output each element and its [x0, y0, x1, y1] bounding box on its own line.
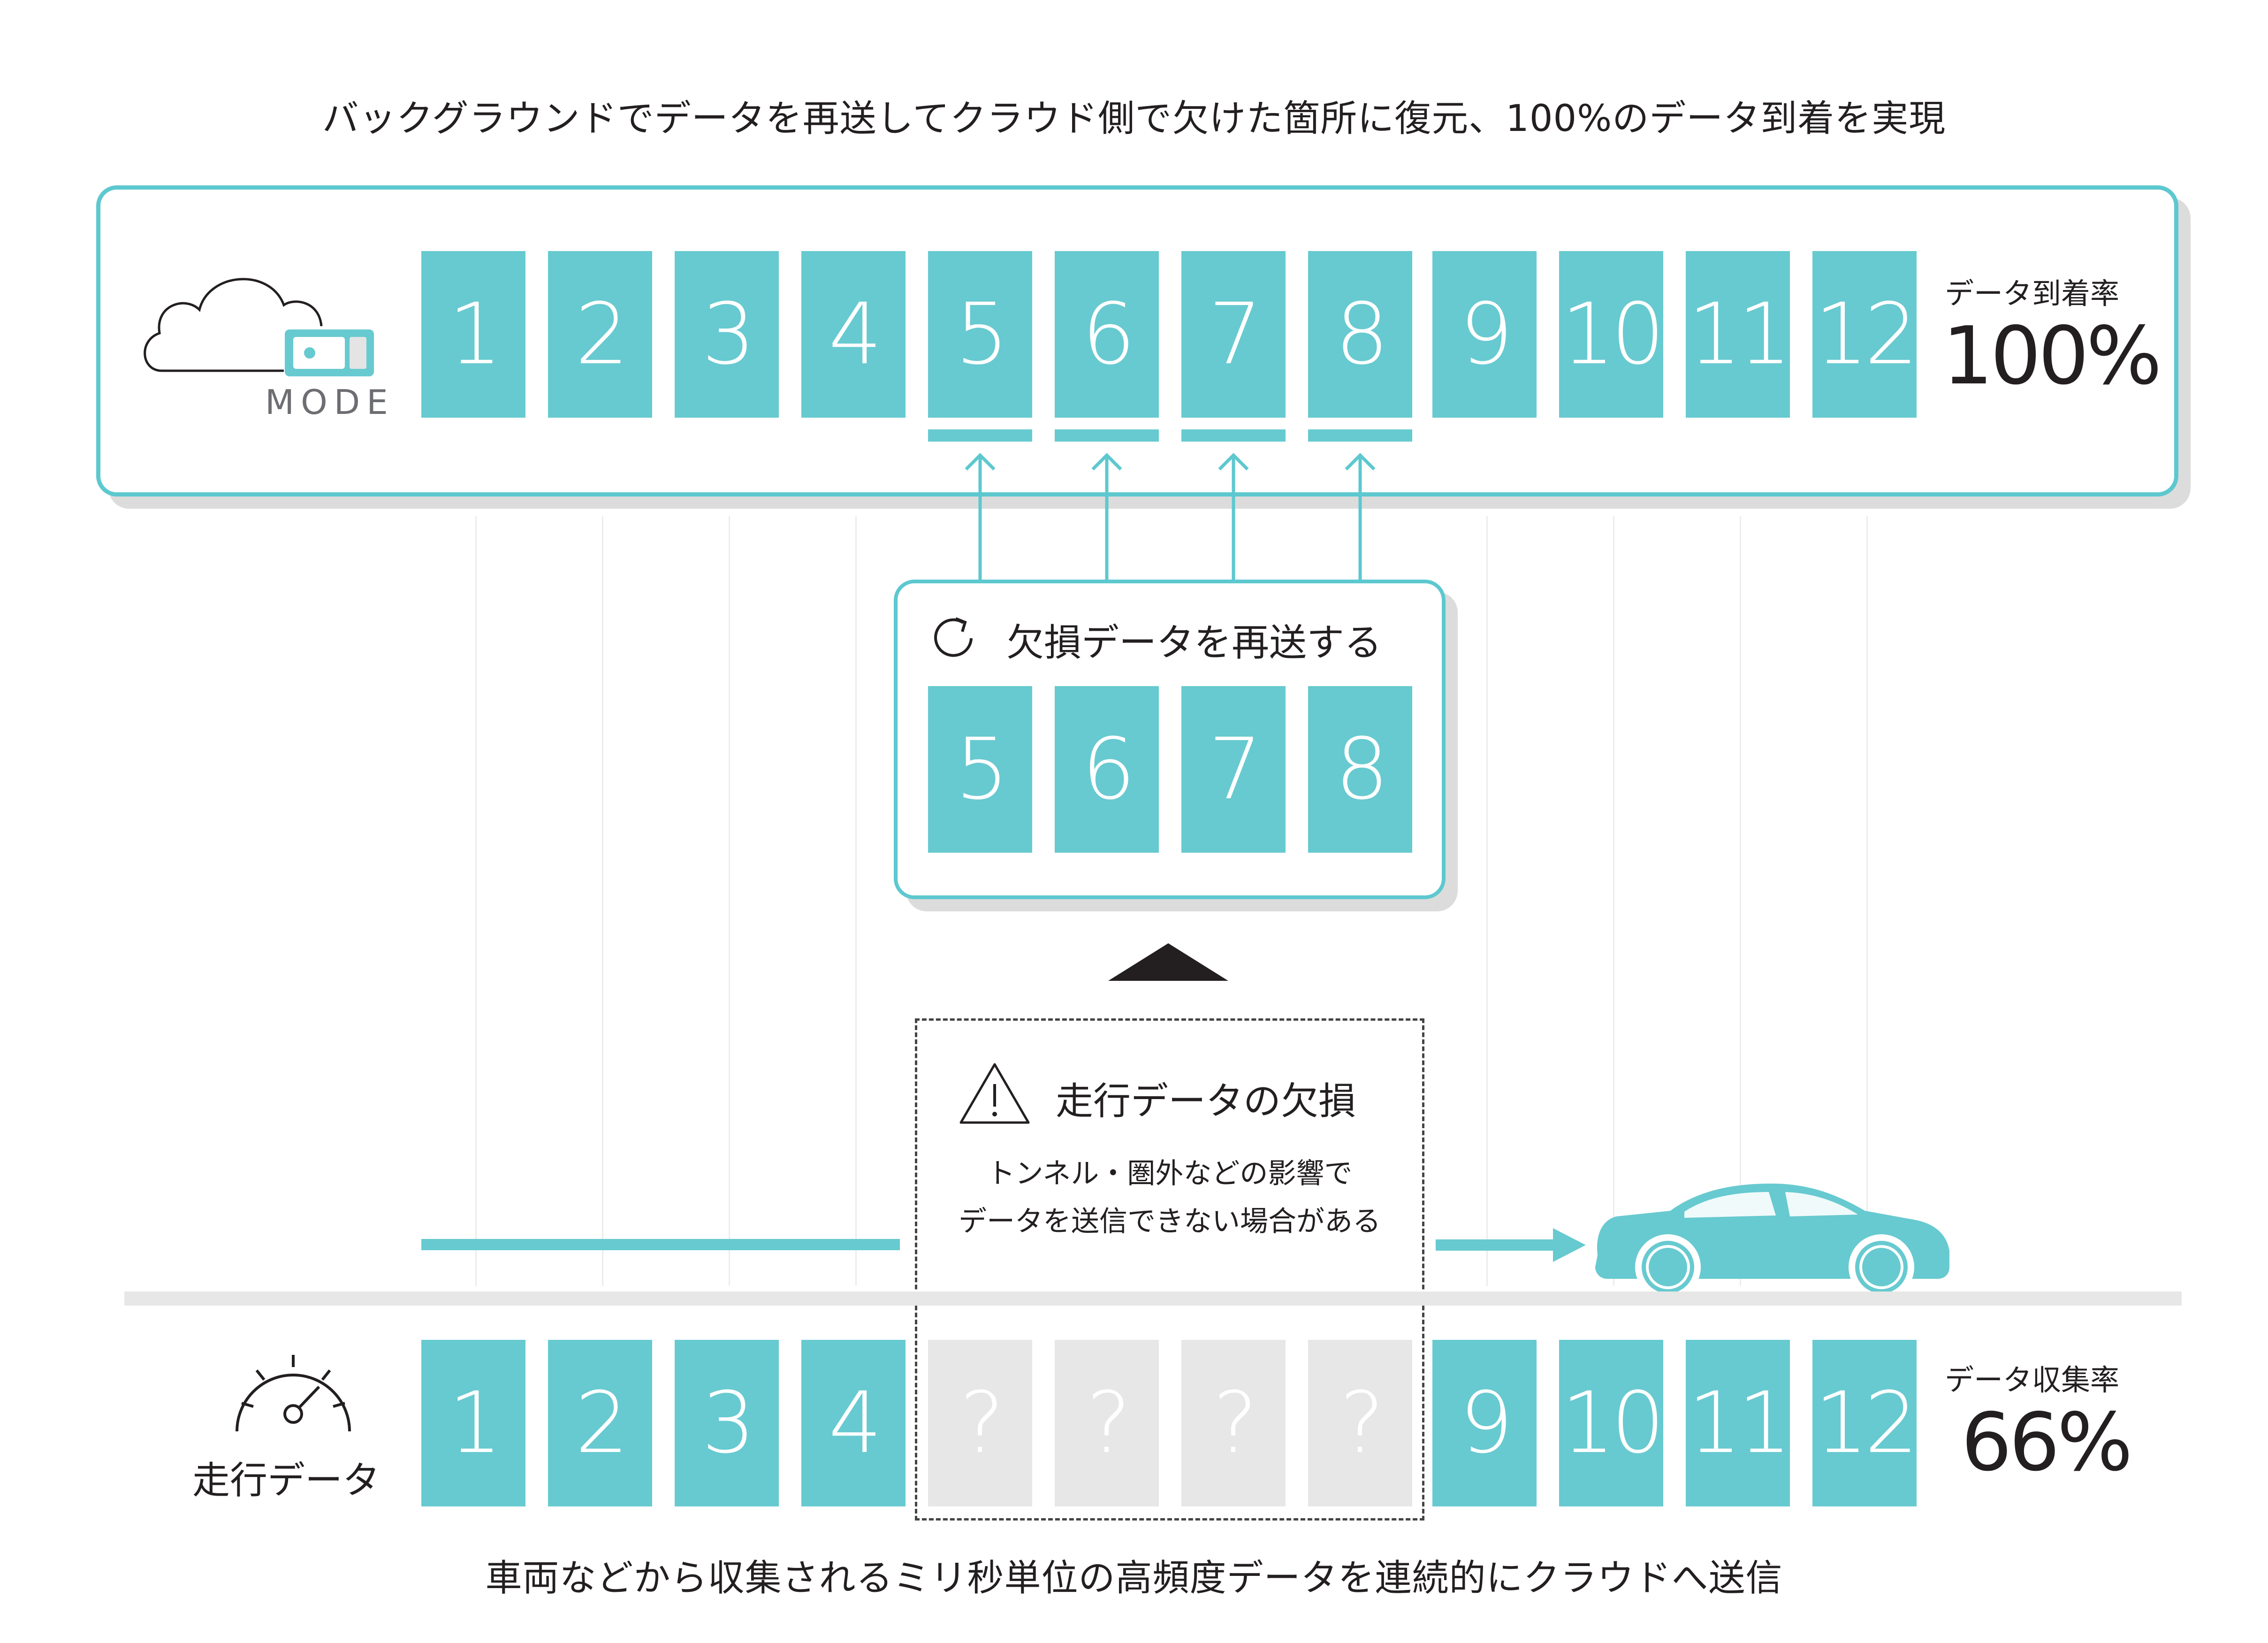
vehicle-data-label: 走行データ [192, 1459, 380, 1502]
mode-logo-text: MODE [265, 382, 395, 422]
cloud-block-restored: 5 [928, 251, 1032, 418]
vehicle-block-missing: ? [1308, 1340, 1412, 1506]
restore-marker [1308, 429, 1412, 442]
grid-line [1866, 516, 1868, 1286]
data-loss-desc-line2: データを送信できない場合がある [959, 1205, 1381, 1238]
collection-rate-label: データ収集率 [1945, 1363, 2120, 1397]
cloud-block: 10 [1559, 251, 1665, 418]
cloud-block: 3 [675, 251, 779, 418]
restore-marker [1181, 429, 1286, 442]
vehicle-block: 4 [801, 1340, 906, 1506]
vehicle-block-missing: ? [1055, 1340, 1159, 1506]
vehicle-block-missing: ? [1181, 1340, 1286, 1506]
resend-block: 7 [1181, 686, 1286, 853]
diagram-title: バックグラウンドでデータを再送してクラウド側で欠けた箇所に復元、100%のデータ… [322, 98, 1946, 140]
cloud-block-restored: 6 [1055, 251, 1159, 418]
grid-line [602, 516, 603, 1286]
transmission-line [421, 1239, 900, 1250]
vehicle-block: 11 [1686, 1340, 1792, 1506]
vehicle-block: 3 [675, 1340, 779, 1506]
resend-title: 欠損データを再送する [1006, 621, 1382, 665]
cloud-block: 9 [1432, 251, 1537, 418]
collection-rate-value: 66% [1961, 1396, 2133, 1489]
warning-icon [959, 1063, 1030, 1124]
arrival-rate-label: データ到着率 [1945, 276, 2120, 311]
refresh-icon [934, 617, 973, 657]
up-triangle-icon [1108, 943, 1228, 981]
data-loss-desc-line1: トンネル・圏外などの影響で [987, 1157, 1353, 1190]
data-loss-description: トンネル・圏外などの影響で データを送信できない場合がある [915, 1150, 1424, 1246]
car-icon [1595, 1184, 1949, 1300]
arrival-rate-value: 100% [1942, 310, 2162, 403]
cloud-block: 2 [548, 251, 652, 418]
cloud-block-restored: 8 [1308, 251, 1412, 418]
restore-marker [928, 429, 1032, 442]
vehicle-block-missing: ? [928, 1340, 1032, 1506]
grid-line [1613, 516, 1614, 1286]
cloud-block: 11 [1686, 251, 1792, 418]
data-loss-title: 走行データの欠損 [1056, 1079, 1356, 1123]
grid-line [855, 516, 857, 1286]
vehicle-block: 12 [1812, 1340, 1918, 1506]
data-loss-region [915, 1018, 1424, 1521]
resend-arrows [965, 453, 1376, 582]
cloud-block-restored: 7 [1181, 251, 1286, 418]
grid-line [1486, 516, 1488, 1286]
resend-block: 8 [1308, 686, 1412, 853]
cloud-block: 12 [1812, 251, 1918, 418]
road [124, 1291, 2182, 1306]
transmission-arrow [1436, 1228, 1586, 1262]
resend-block: 6 [1055, 686, 1159, 853]
grid-line [729, 516, 730, 1286]
speedometer-icon [236, 1355, 351, 1432]
diagram-footer: 車両などから収集されるミリ秒単位の高頻度データを連続的にクラウドへ送信 [485, 1557, 1783, 1599]
restore-marker [1055, 429, 1159, 442]
grid-line [1740, 516, 1741, 1286]
grid-line [475, 516, 477, 1286]
vehicle-block: 9 [1432, 1340, 1537, 1506]
vehicle-block: 2 [548, 1340, 652, 1506]
cloud-block: 1 [421, 251, 525, 418]
cloud-icon [144, 278, 374, 376]
vehicle-block: 10 [1559, 1340, 1665, 1506]
resend-block: 5 [928, 686, 1032, 853]
vehicle-block: 1 [421, 1340, 525, 1506]
cloud-block: 4 [801, 251, 906, 418]
